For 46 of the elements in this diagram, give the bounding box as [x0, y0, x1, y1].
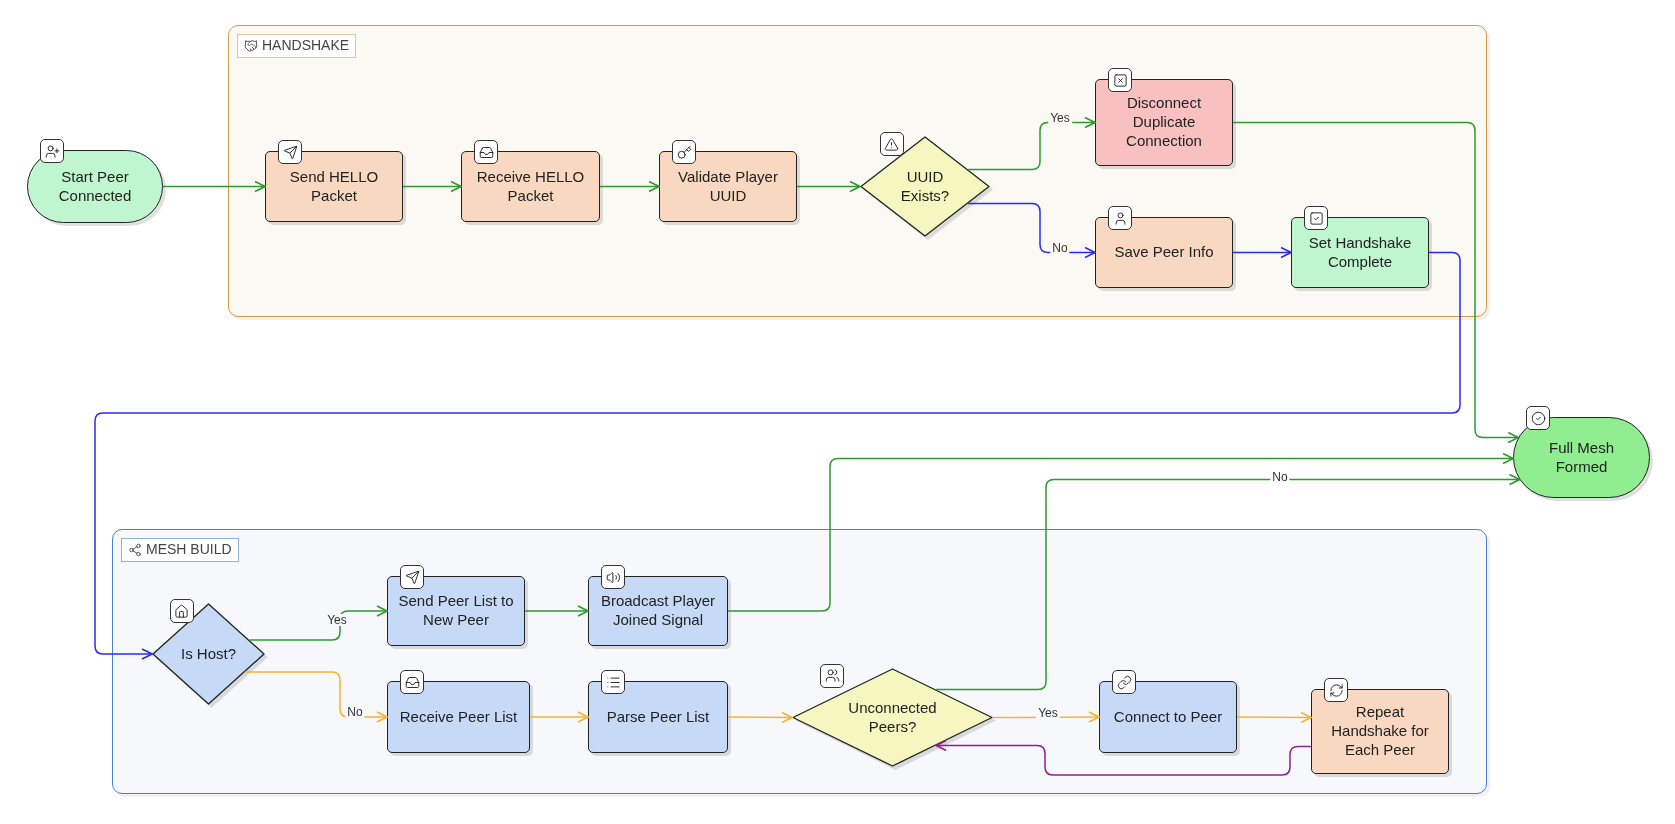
arrow — [796, 180, 861, 193]
decision-label: Is Host? — [181, 644, 236, 664]
arrow — [524, 605, 589, 617]
box-label: Send HELLO Packet — [288, 167, 380, 206]
edge-label: Yes — [1048, 112, 1072, 124]
arrow — [935, 739, 1312, 776]
edge-label: No — [1050, 242, 1070, 254]
group-panel — [228, 25, 1487, 317]
arrow — [94, 251, 1461, 660]
decision-label: UUID Exists? — [899, 167, 951, 206]
box-label: Start Peer Connected — [57, 167, 133, 206]
box-label: Save Peer Info — [1113, 243, 1215, 262]
arrow — [248, 605, 388, 641]
edge-label: Yes — [1036, 707, 1060, 719]
edge-label: No — [345, 706, 365, 718]
arrow — [1232, 246, 1292, 259]
arrow — [967, 202, 1096, 259]
arrow — [967, 116, 1096, 171]
group-title: MESH BUILD — [146, 541, 232, 559]
arrow — [599, 180, 660, 193]
box-label: Full Mesh Formed — [1548, 438, 1615, 477]
group-title: HANDSHAKE — [262, 37, 350, 55]
box-label: Connect to Peer — [1112, 707, 1224, 727]
arrow — [992, 711, 1100, 723]
arrow — [529, 711, 589, 723]
arrow — [1236, 711, 1312, 724]
box-label: Receive Peer List — [398, 707, 519, 727]
box-label: Disconnect Duplicate Connection — [1125, 94, 1203, 151]
arrow — [402, 180, 462, 193]
arrow — [1232, 121, 1520, 444]
decision-label: Unconnected Peers? — [847, 698, 938, 737]
arrow — [727, 452, 1514, 612]
box-label: Parse Peer List — [605, 707, 711, 727]
arrow — [727, 711, 793, 724]
box-label: Receive HELLO Packet — [475, 167, 586, 206]
arrow — [244, 671, 388, 723]
edge-label: Yes — [325, 614, 349, 626]
box-label: Broadcast Player Joined Signal — [599, 592, 717, 630]
box-label: Validate Player UUID — [677, 167, 779, 206]
box-label: Repeat Handshake for Each Peer — [1330, 703, 1430, 760]
box-label: Send Peer List to New Peer — [397, 592, 515, 630]
box-label: Set Handshake Complete — [1307, 233, 1413, 272]
group-panel — [112, 529, 1487, 794]
arrow — [162, 180, 266, 193]
arrow — [935, 473, 1521, 691]
edge-label: No — [1270, 471, 1290, 483]
